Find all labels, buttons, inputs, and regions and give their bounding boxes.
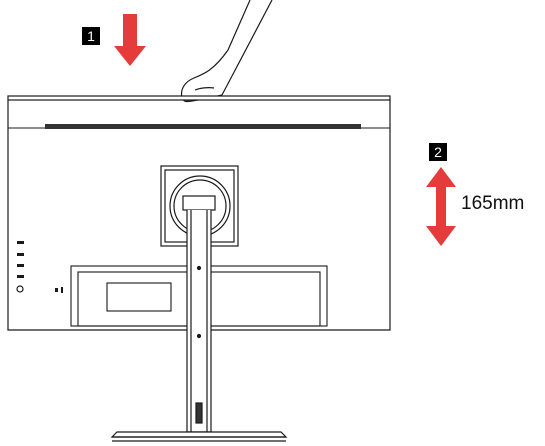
step-1-badge: 1 [82,27,100,45]
button-1 [17,241,24,244]
down-arrow-icon [114,14,146,66]
height-range-label: 165mm [461,193,525,214]
button-4 [17,275,24,278]
stand-base [110,431,288,442]
vent-grille [45,124,361,129]
button-2 [17,253,24,256]
power-button [16,285,24,293]
stand-neck [182,195,216,433]
up-down-arrow-icon [426,167,456,246]
cable-clip [195,402,203,424]
step-2-badge: 2 [429,143,447,161]
button-3 [17,264,24,267]
io-panel [106,282,172,312]
control-buttons [16,241,24,293]
hand-icon [180,0,273,103]
